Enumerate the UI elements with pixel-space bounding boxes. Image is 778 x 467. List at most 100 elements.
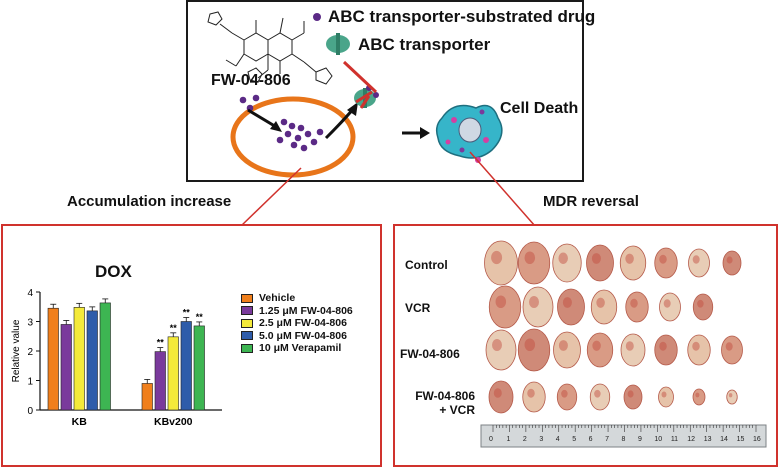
tumor-specimen xyxy=(619,245,647,281)
significance-label: ** xyxy=(196,312,204,322)
tumor-specimen xyxy=(488,380,514,414)
row-label-control: Control xyxy=(405,258,448,272)
tumor-specimen xyxy=(552,243,582,283)
tumor-highlight xyxy=(625,253,634,264)
bar xyxy=(86,310,98,411)
tumor-specimen xyxy=(553,331,581,369)
bar xyxy=(167,336,179,411)
tumor-highlight xyxy=(728,393,733,398)
ruler-number: 7 xyxy=(605,436,609,443)
significance-label: ** xyxy=(170,323,178,333)
tumor-specimen xyxy=(484,240,518,286)
row-label-vcr: VCR xyxy=(405,301,431,315)
tumor-highlight xyxy=(695,392,700,398)
legend-swatch xyxy=(241,293,253,303)
tumor-highlight xyxy=(491,250,503,265)
tumor-highlight xyxy=(594,389,601,398)
ruler-number: 11 xyxy=(671,436,678,443)
ruler-number: 16 xyxy=(753,436,761,443)
bar xyxy=(154,351,166,411)
cell-death-label: Cell Death xyxy=(500,100,579,117)
ruler-number: 8 xyxy=(622,436,626,443)
tumor-highlight xyxy=(697,299,704,308)
ruler-number: 2 xyxy=(523,436,527,443)
ruler xyxy=(480,424,767,448)
mechanism-diagram xyxy=(207,11,503,178)
bar xyxy=(60,324,72,411)
tumor-highlight xyxy=(663,299,671,308)
row-label-fw: FW-04-806 xyxy=(400,347,460,361)
legend-transporter-label: ABC transporter xyxy=(358,35,491,54)
tumor-highlight xyxy=(659,341,667,351)
bar xyxy=(99,302,111,411)
tumor-highlight xyxy=(692,341,700,351)
legend-swatch xyxy=(241,306,253,316)
ruler-number: 1 xyxy=(506,436,510,443)
tumor-specimen xyxy=(654,334,678,366)
legend-label: 5.0 μM FW-04-806 xyxy=(259,329,347,342)
tumor-specimen xyxy=(522,286,554,328)
category-label: KB xyxy=(72,416,88,428)
mechanism-panel xyxy=(186,0,584,182)
tumor-highlight xyxy=(661,391,667,398)
ruler-number: 15 xyxy=(737,436,745,443)
y-tick-label: 2 xyxy=(27,347,33,358)
tumor-highlight xyxy=(592,340,601,351)
tumor-highlight xyxy=(692,255,700,264)
legend-label: 1.25 μM FW-04-806 xyxy=(259,304,353,317)
tumor-highlight xyxy=(596,297,605,308)
ruler-number: 10 xyxy=(654,436,662,443)
legend-label: 2.5 μM FW-04-806 xyxy=(259,317,347,330)
dying-cell-icon xyxy=(435,104,503,163)
tumor-specimen xyxy=(586,244,614,282)
bar xyxy=(180,321,192,411)
tumor-highlight xyxy=(524,251,536,265)
compound-label: FW-04-806 xyxy=(211,72,291,89)
tumor-highlight xyxy=(493,388,502,398)
tumor-highlight xyxy=(558,252,568,264)
tumor-specimen xyxy=(625,291,649,323)
ruler-number: 14 xyxy=(720,436,728,443)
y-tick-label: 4 xyxy=(27,288,33,299)
drug-dots-cluster xyxy=(239,94,324,152)
legend-label: Vehicle xyxy=(259,292,296,305)
ruler-number: 4 xyxy=(556,436,560,443)
ruler-number: 5 xyxy=(572,436,576,443)
tumor-specimen xyxy=(623,384,643,410)
tumor-specimen xyxy=(517,328,551,372)
legend-swatch xyxy=(241,331,253,341)
bar xyxy=(47,307,59,411)
bar xyxy=(141,383,153,411)
tumor-specimen xyxy=(556,383,578,411)
chart-title: DOX xyxy=(95,262,132,281)
tumor-specimen xyxy=(688,248,710,278)
legend-item-25: 2.5 μM FW-04-806 xyxy=(241,317,353,330)
chemical-structure xyxy=(207,11,333,85)
legend-item-vehicle: Vehicle xyxy=(241,292,353,305)
drug-dot-icon xyxy=(313,13,321,21)
category-label: KBv200 xyxy=(154,416,193,428)
tumor-highlight xyxy=(725,342,733,351)
right-section-title: MDR reversal xyxy=(543,193,639,210)
tumor-highlight xyxy=(561,389,568,398)
legend-label: 10 μM Verapamil xyxy=(259,342,342,355)
legend-drug-label: ABC transporter-substrated drug xyxy=(328,7,596,26)
chart-legend: Vehicle 1.25 μM FW-04-806 2.5 μM FW-04-8… xyxy=(241,292,353,355)
significance-label: ** xyxy=(157,338,165,348)
tumor-specimen xyxy=(586,332,614,368)
left-section-title: Accumulation increase xyxy=(67,193,232,210)
tumor-highlight xyxy=(625,341,634,351)
tumor-highlight xyxy=(591,253,601,264)
tumor-highlight xyxy=(726,256,733,264)
tumor-highlight xyxy=(529,296,539,308)
ruler-number: 0 xyxy=(489,436,493,443)
tumor-specimen xyxy=(721,335,743,365)
tumor-specimen xyxy=(590,289,618,325)
tumor-specimen xyxy=(659,292,681,322)
tumor-specimen xyxy=(557,288,585,326)
bar xyxy=(193,325,205,411)
significance-label: ** xyxy=(183,308,191,318)
ruler-number: 9 xyxy=(638,436,642,443)
